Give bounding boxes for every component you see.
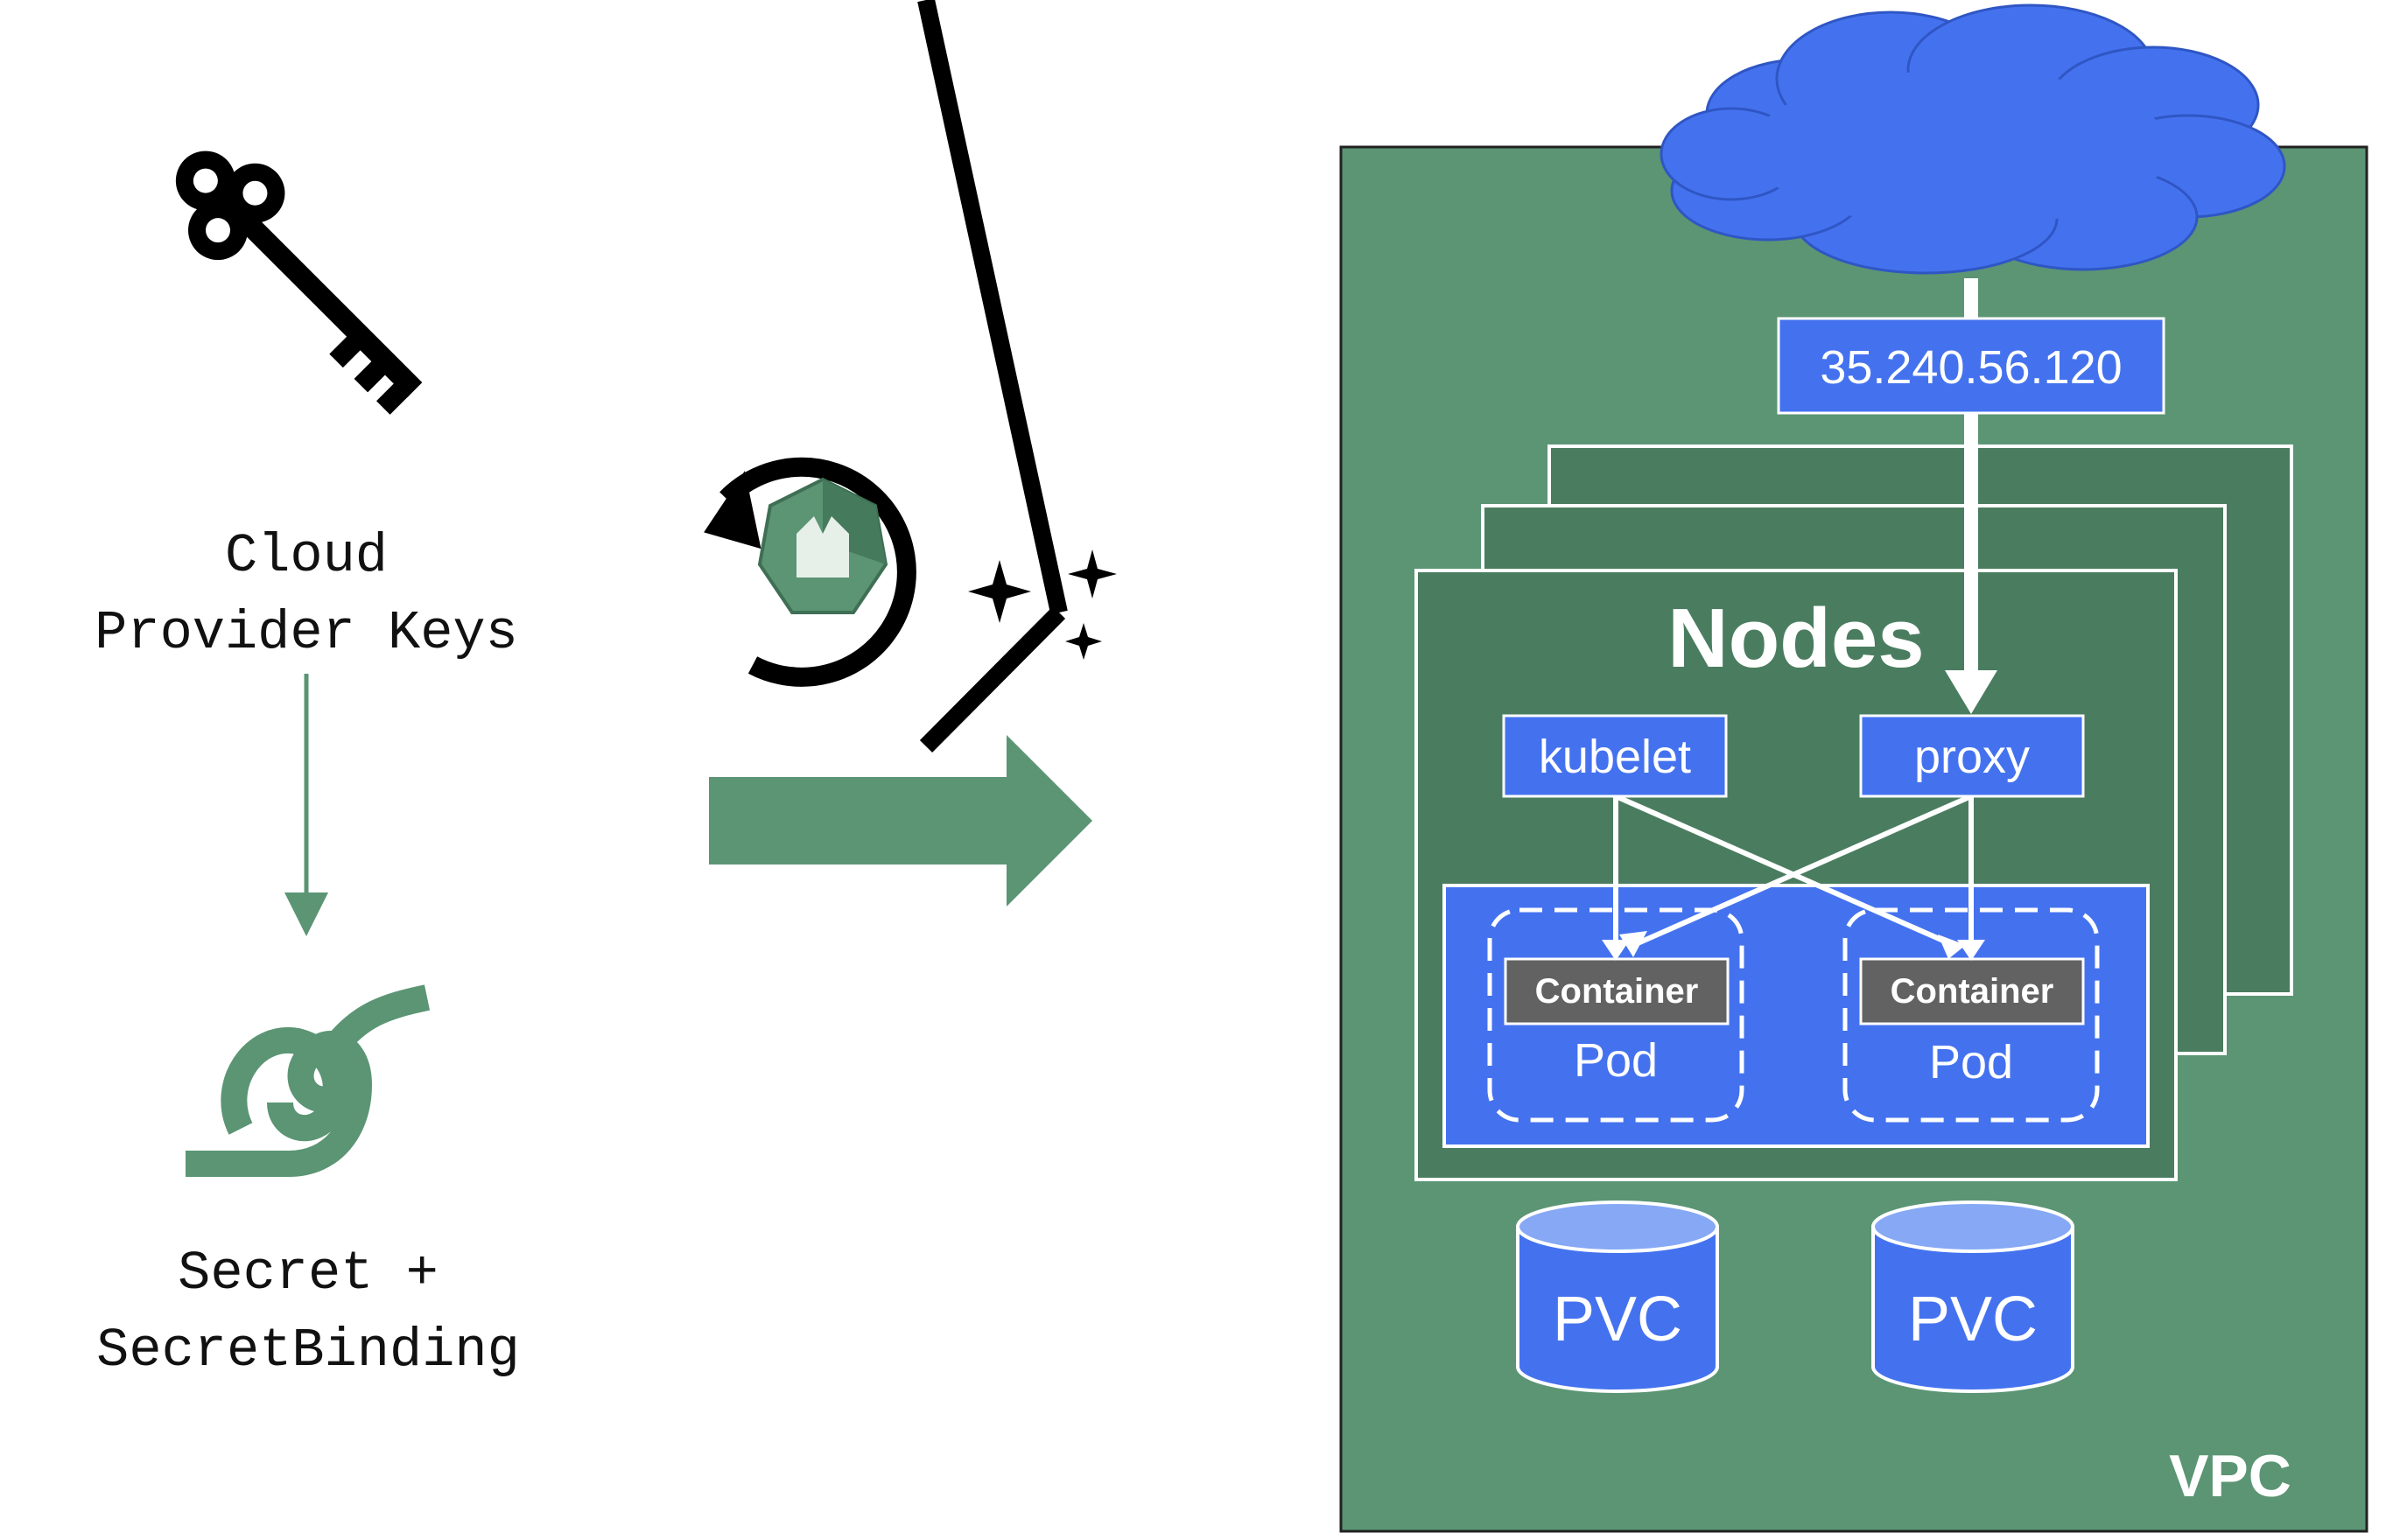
gardener-reconcile-icon: [704, 457, 916, 687]
pod-label: Pod: [1929, 1036, 2013, 1088]
ip-address-label: 35.240.56.120: [1820, 341, 2122, 394]
proxy-box: [1859, 714, 2085, 798]
ip-address-box: [1777, 317, 2165, 415]
knot-icon: [186, 984, 431, 1177]
kubelet-label: kubelet: [1539, 731, 1691, 783]
pod-box: [1842, 907, 2100, 1123]
pvc-label: PVC: [1553, 1284, 1682, 1354]
container-label: Container: [1891, 972, 2054, 1011]
container-box: [1859, 957, 2085, 1026]
pod-box: [1487, 907, 1744, 1123]
ingress-arrowhead: [1945, 670, 1997, 714]
pvc-cylinder: [1871, 1200, 2074, 1393]
right-arrow-icon: [709, 735, 1092, 906]
kubelet-box: [1502, 714, 1728, 798]
secret-label-line1: Secret +: [178, 1242, 439, 1305]
container-label: Container: [1535, 972, 1699, 1011]
component-connections: [1613, 794, 1974, 949]
pvc-cylinder: [1516, 1200, 1719, 1393]
nodes-title: Nodes: [1667, 592, 1924, 685]
pod-label: Pod: [1574, 1034, 1658, 1087]
pvc-label: PVC: [1908, 1284, 2038, 1354]
magic-wand-icon: [917, 0, 1117, 753]
connection-arrowheads: [1602, 931, 1985, 961]
keys-label-line2: Provider Keys: [95, 602, 518, 664]
vpc-label: VPC: [2169, 1443, 2291, 1509]
cloud-icon: [1660, 4, 2286, 275]
keys-label-line1: Cloud: [225, 525, 388, 587]
key-icon: [175, 150, 423, 415]
proxy-label: proxy: [1914, 731, 2030, 783]
secret-label-line2: SecretBinding: [96, 1320, 520, 1382]
